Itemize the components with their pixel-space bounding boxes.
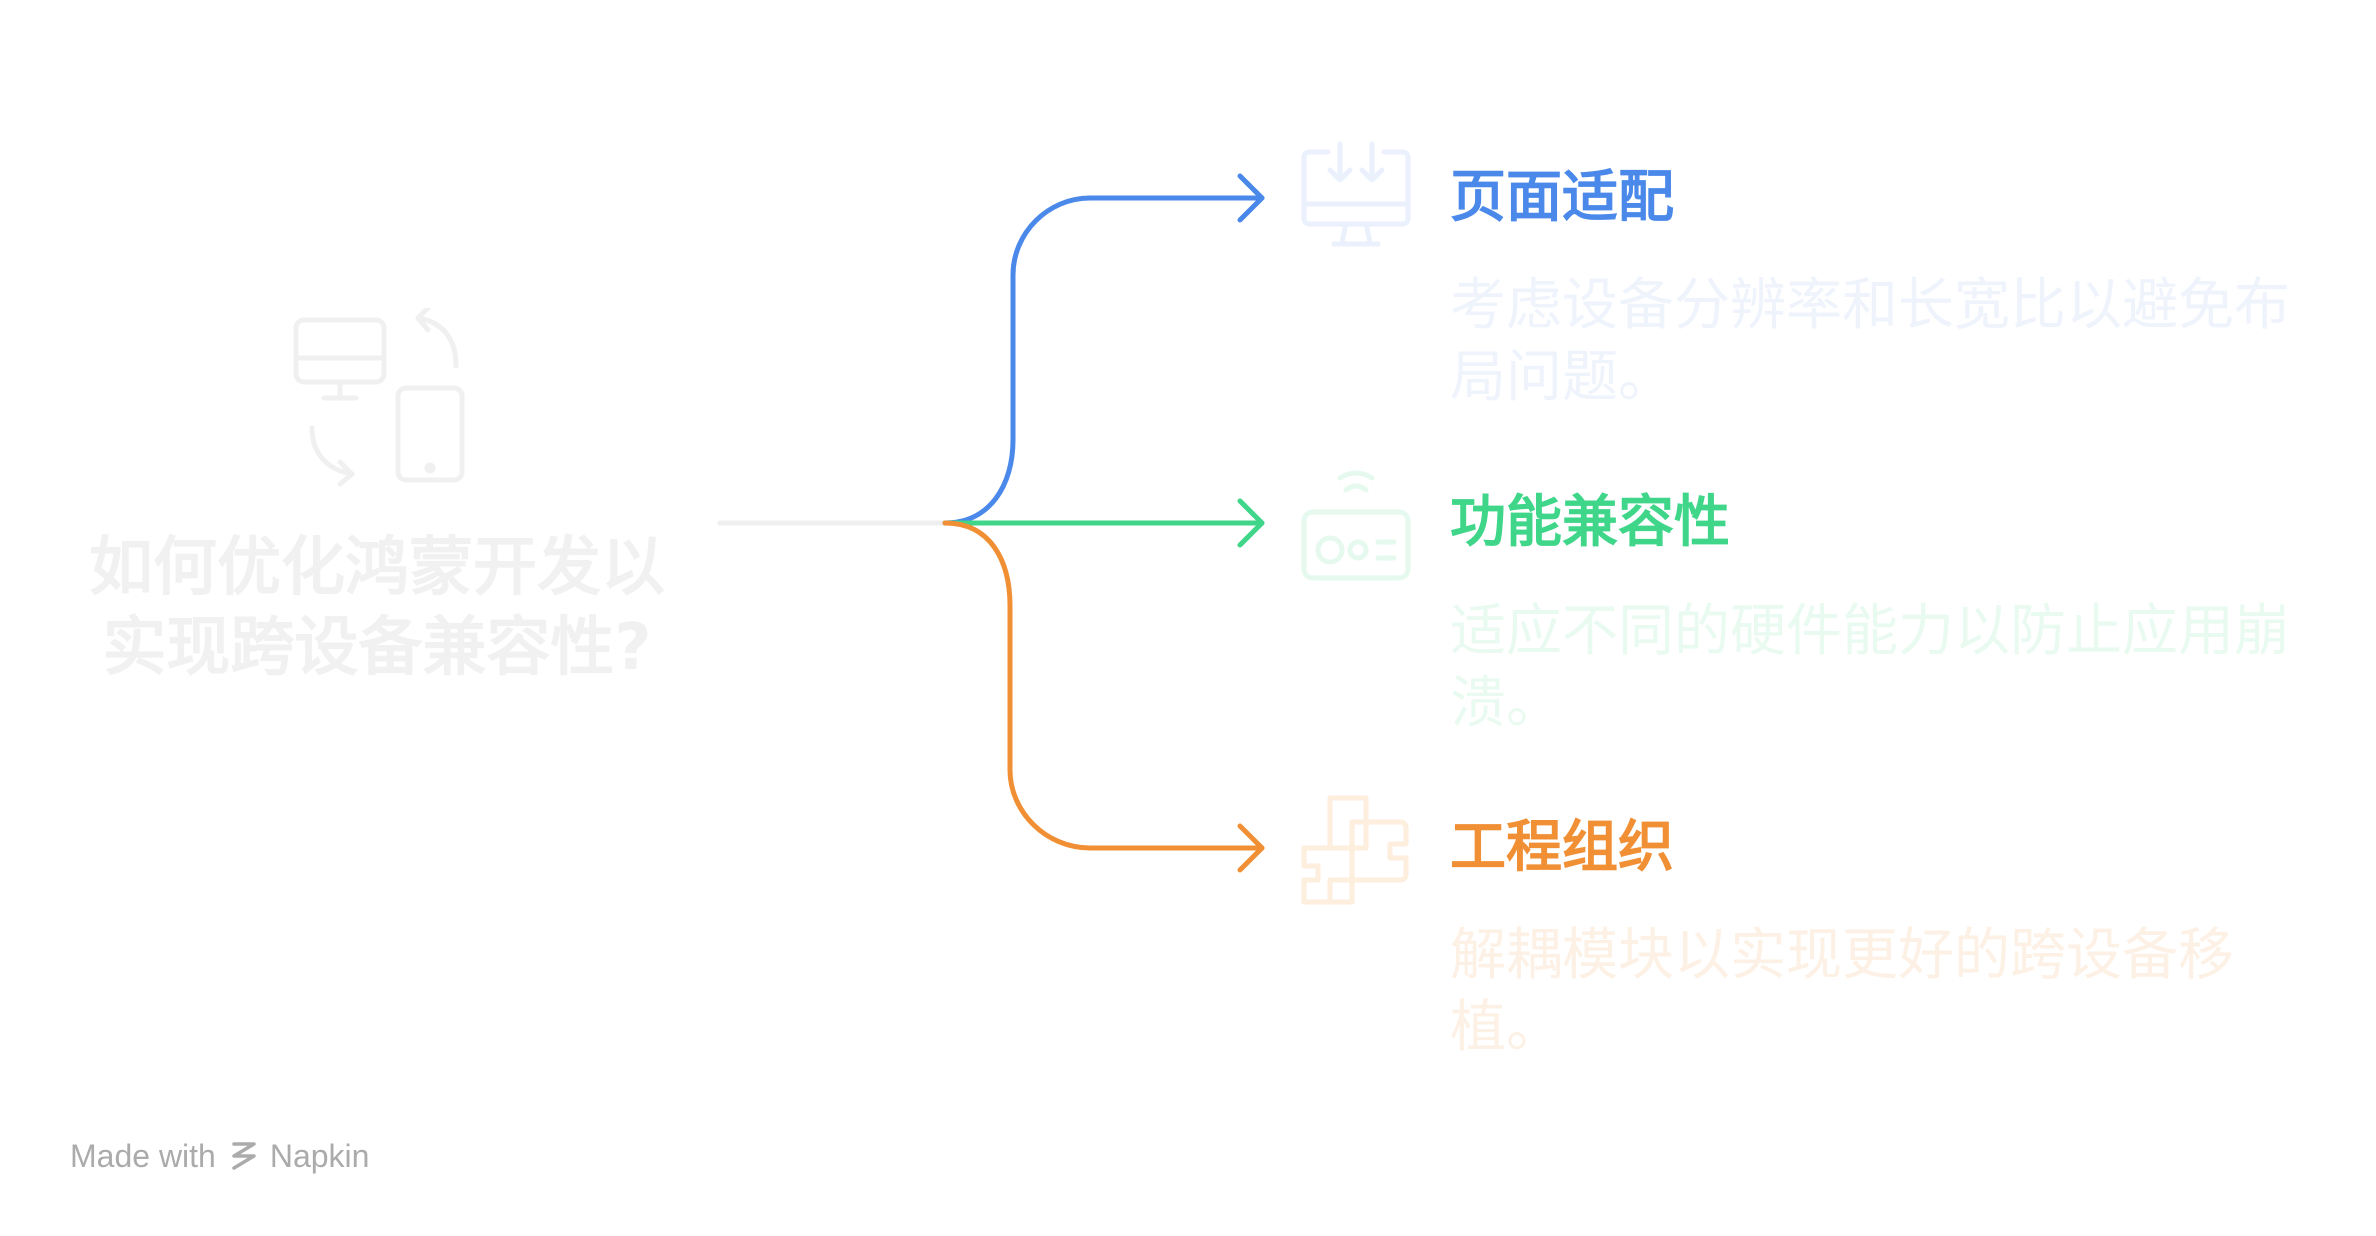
branch-description-page-adaptation: 考虑设备分辨率和长宽比以避免布局问题。 [1450,273,2290,410]
connector-line-blue [942,195,1265,526]
branch-description-project-organization: 解耦模块以实现更好的跨设备移植。 [1450,923,2234,1060]
credit-brand: Napkin [269,1137,370,1174]
puzzle-modules-icon [1301,795,1409,905]
devices-sync-icon [293,308,465,487]
credit-prefix: Made with [70,1137,216,1174]
made-with-napkin-credit[interactable]: Made with Napkin [70,1134,369,1178]
arrowhead-orange [1237,823,1265,873]
arrowhead-green [1237,498,1265,548]
connector-line-orange [942,520,1265,851]
central-title: 如何优化鸿蒙开发以实现跨设备兼容性? [89,531,665,685]
arrowhead-blue [1237,173,1265,223]
branch-title-page-adaptation: 页面适配 [1450,165,1674,230]
monitor-download-icon [1301,141,1411,247]
napkin-logo-icon [232,1142,256,1170]
hardware-device-icon [1301,470,1411,581]
branch-title-feature-compatibility: 功能兼容性 [1450,490,1730,555]
branch-title-project-organization: 工程组织 [1450,815,1674,880]
branch-description-feature-compatibility: 适应不同的硬件能力以防止应用崩溃。 [1450,599,2290,736]
